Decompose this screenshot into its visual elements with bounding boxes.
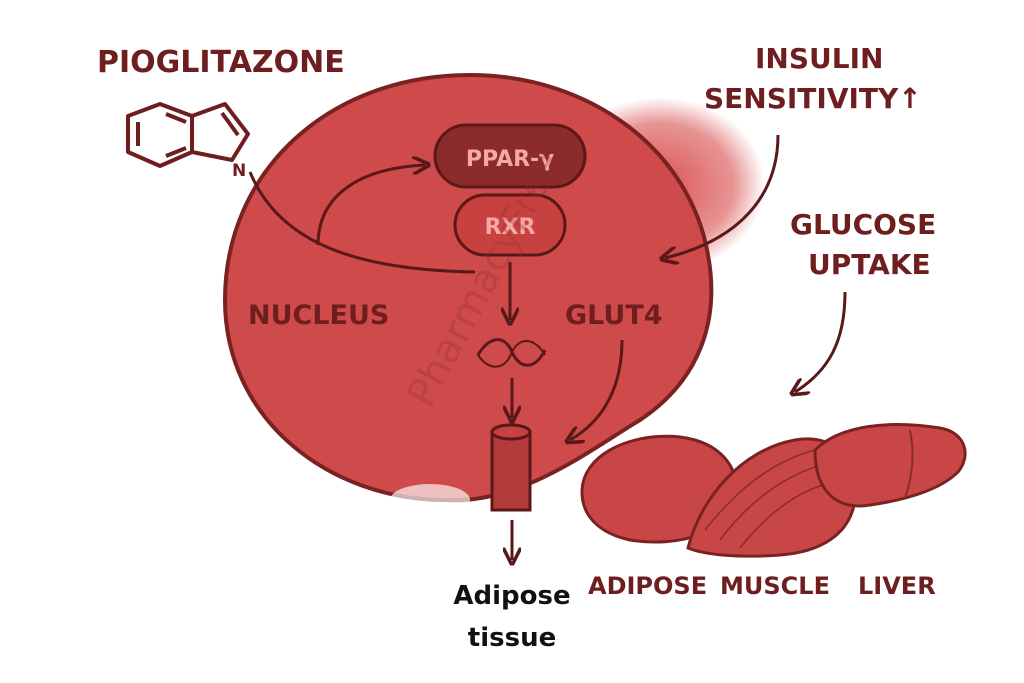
ppar-gamma-label: PPAR-γ bbox=[466, 147, 554, 172]
glucose-uptake-arrow bbox=[795, 291, 847, 392]
glut4-label: GLUT4 bbox=[565, 300, 663, 331]
glut4-transporter bbox=[490, 423, 532, 512]
adipose-tissue-label-2: tissue bbox=[468, 623, 556, 653]
cell-body bbox=[222, 72, 714, 503]
nitrogen-atom-label: N bbox=[232, 161, 246, 181]
insulin-sensitivity-arrow bbox=[665, 134, 780, 258]
adipose-tissue-label-1: Adipose bbox=[453, 581, 570, 611]
organ-liver-shape bbox=[813, 423, 967, 508]
organ-muscle-label: MUSCLE bbox=[720, 572, 830, 600]
nucleus-label: NUCLEUS bbox=[248, 300, 389, 331]
rxr-label: RXR bbox=[485, 215, 536, 240]
dna-strand-icon-2 bbox=[477, 340, 546, 368]
organ-adipose-label: ADIPOSE bbox=[588, 572, 707, 600]
rxr-receptor bbox=[453, 193, 567, 257]
pioglitazone-label: PIOGLITAZONE bbox=[97, 45, 345, 80]
activation-arrow bbox=[316, 165, 425, 246]
insulin-sensitivity-label-2: SENSITIVITY↑ bbox=[704, 82, 922, 115]
cell-edge-fade bbox=[390, 484, 470, 516]
organ-liver-label: LIVER bbox=[858, 572, 936, 600]
pioglitazone-molecule bbox=[126, 102, 250, 168]
glucose-uptake-label-1: GLUCOSE bbox=[790, 208, 936, 241]
insulin-sensitivity-label-1: INSULIN bbox=[755, 42, 883, 75]
ppar-gamma-receptor bbox=[433, 123, 587, 189]
glucose-uptake-label-2: UPTAKE bbox=[808, 248, 931, 281]
drug-entry-arrow-line bbox=[248, 171, 476, 274]
glut4-arrow bbox=[570, 339, 624, 440]
